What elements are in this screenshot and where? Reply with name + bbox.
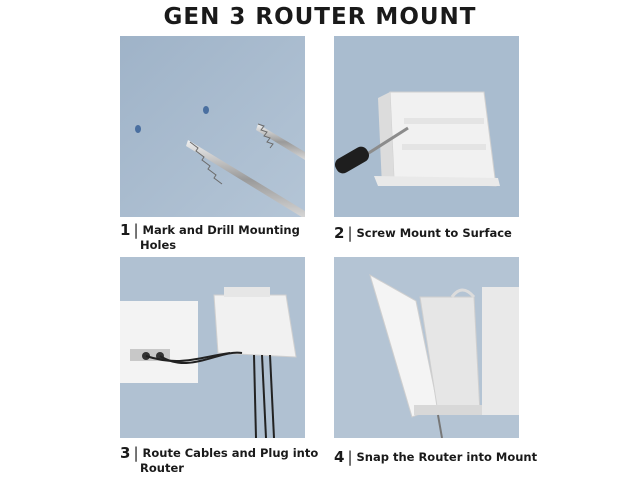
outlet-box xyxy=(120,301,198,383)
router xyxy=(369,273,482,418)
hole-marker xyxy=(203,106,209,114)
step-text: Snap the Router into Mount xyxy=(356,450,538,464)
step-number: 3 xyxy=(120,444,131,462)
step-2-image xyxy=(334,36,519,217)
step-number: 4 xyxy=(334,448,345,466)
power-cable xyxy=(437,414,443,438)
drill-bit xyxy=(256,123,305,160)
step-2-caption: 2|Screw Mount to Surface xyxy=(334,226,574,241)
separator: | xyxy=(133,221,139,239)
drill-bit xyxy=(186,140,305,217)
step-4-caption: 4|Snap the Router into Mount xyxy=(334,450,574,465)
step-3-image xyxy=(120,257,305,438)
step-1-image xyxy=(120,36,305,217)
step-text: Mark and Drill Mounting xyxy=(142,223,300,237)
step-text: Screw Mount to Surface xyxy=(356,226,512,240)
wall-box xyxy=(482,287,519,415)
step-text: Route Cables and Plug into xyxy=(142,446,319,460)
separator: | xyxy=(347,448,353,466)
router-mount xyxy=(374,91,500,187)
separator: | xyxy=(347,224,353,242)
page-title: GEN 3 ROUTER MOUNT xyxy=(163,4,477,30)
drill-illustration xyxy=(120,36,305,217)
step-text-continued: Holes xyxy=(140,238,177,252)
hole-marker xyxy=(135,125,141,133)
step-text-continued: Router xyxy=(140,461,184,475)
step-1-caption: 1|Mark and Drill Mounting Holes xyxy=(120,223,320,253)
step-number: 1 xyxy=(120,221,131,239)
step-4-image xyxy=(334,257,519,438)
screwdriver xyxy=(334,126,409,174)
step-number: 2 xyxy=(334,224,345,242)
separator: | xyxy=(133,444,139,462)
router-mount xyxy=(213,287,297,358)
step-3-caption: 3|Route Cables and Plug into Router xyxy=(120,446,320,476)
cables xyxy=(145,351,275,438)
